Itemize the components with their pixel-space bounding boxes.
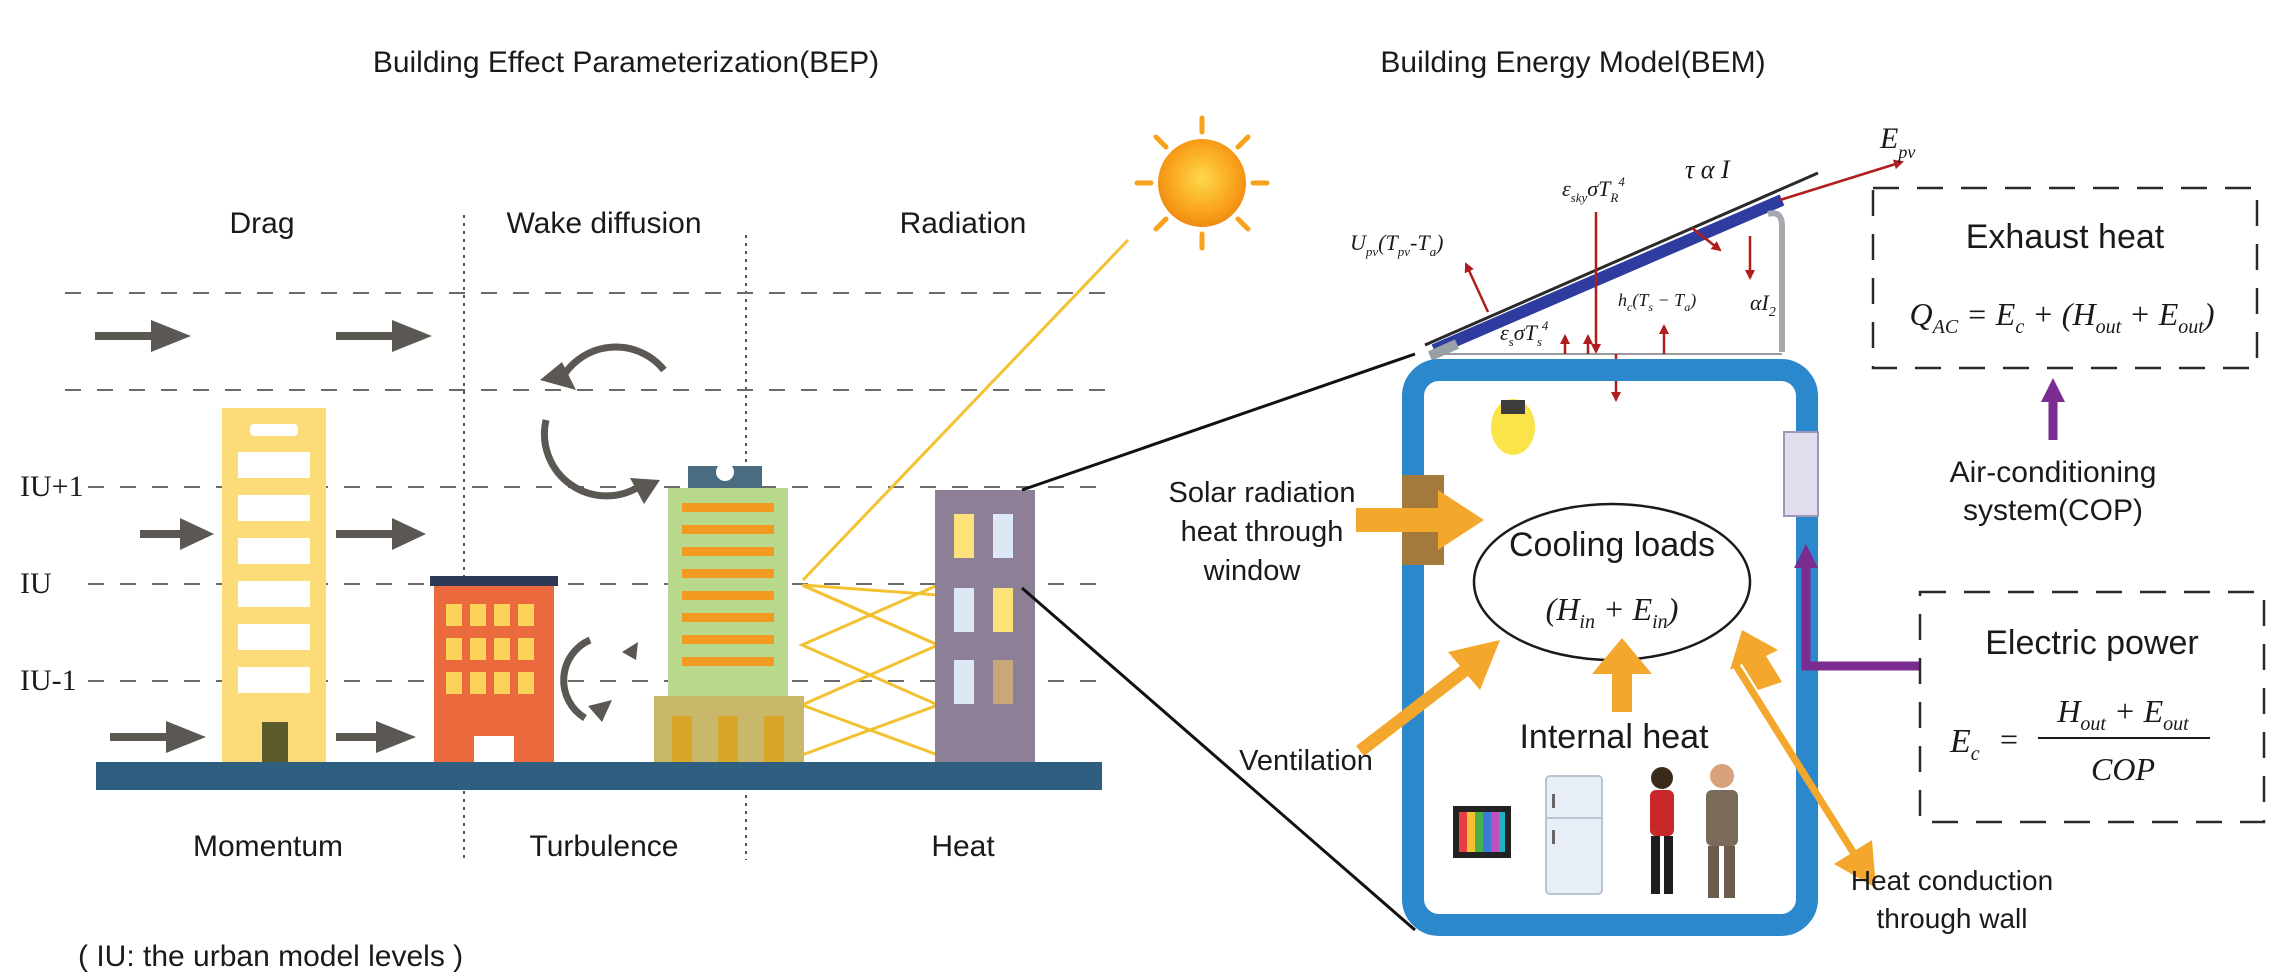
sun-icon: [1134, 115, 1270, 251]
footnote: ( IU: the urban model levels ): [78, 940, 463, 973]
bem-title: Building Energy Model(BEM): [1380, 46, 1765, 79]
exhaust-heat-box: [1871, 186, 2259, 370]
level-iu-plus-1: IU+1: [20, 470, 84, 503]
arrow-right-icon: [140, 518, 214, 550]
heat-label: Heat: [931, 830, 995, 863]
wake-diffusion-label: Wake diffusion: [506, 207, 701, 240]
electric-power-formula: Ec = Hout + Eout COP: [1949, 693, 2210, 787]
radiation-label: Radiation: [900, 207, 1027, 240]
person-man-icon: [1706, 764, 1738, 898]
electric-power-title: Electric power: [1985, 624, 2199, 662]
u-pv-label: Upv(Tpv-Ta): [1350, 230, 1443, 259]
sky-radiation-label: εskyσTR4: [1562, 174, 1625, 205]
yellow-building: [222, 408, 326, 762]
arrow-right-icon: [110, 721, 206, 753]
alpha-i2-label: αI2: [1750, 290, 1776, 320]
wall-conduction-line1: Heat conduction: [1851, 865, 2053, 896]
pv-panel: [1424, 171, 1819, 361]
ground: [96, 762, 1102, 790]
solar-window-line3: window: [1203, 555, 1302, 587]
zoom-line-bottom: [1021, 586, 1416, 932]
wall-conduction-line2: through wall: [1877, 903, 2028, 934]
svg-text:Hout + Eout: Hout + Eout: [2056, 693, 2189, 735]
fridge-icon: [1545, 775, 1603, 895]
orange-arrow-icon: [1732, 662, 1876, 888]
heat-flow-arrows: [1356, 490, 1876, 888]
orange-arrow-icon: [1592, 638, 1652, 712]
e-pv-label: Epv: [1879, 122, 1915, 162]
ventilation-label: Ventilation: [1239, 745, 1373, 777]
cooling-loads-title: Cooling loads: [1509, 526, 1715, 564]
svg-text:Ec: Ec: [1949, 723, 1980, 765]
bep-title: Building Effect Parameterization(BEP): [373, 46, 879, 79]
orange-arrow-icon: [1356, 640, 1500, 756]
arrow-right-icon: [95, 320, 191, 352]
green-building: [654, 463, 804, 762]
internal-heat-label: Internal heat: [1519, 718, 1709, 756]
orange-arrow-icon: [1730, 630, 1782, 690]
cycle-arrowhead-icon: [540, 362, 576, 390]
cooling-loads-formula: (Hin + Ein): [1546, 591, 1679, 633]
tau-alpha-i-label: τ α I: [1685, 155, 1731, 184]
momentum-label: Momentum: [193, 830, 343, 863]
wind-arrows: [95, 320, 432, 753]
solar-window-line1: Solar radiation: [1169, 477, 1356, 509]
flux-arrows: [1464, 159, 1904, 402]
solar-rays: [797, 238, 1130, 757]
turbulence-cycle-icon: [540, 343, 667, 721]
svg-text:=: =: [2000, 721, 2018, 757]
arrow-right-icon: [336, 721, 416, 753]
ac-system-line1: Air-conditioning: [1950, 456, 2157, 489]
exhaust-heat-formula: QAC = Ec + (Hout + Eout): [1910, 296, 2215, 338]
arrow-right-icon: [336, 518, 426, 550]
cycle-arrowhead-icon: [588, 700, 612, 722]
ac-unit-icon: [1783, 431, 1819, 517]
arrow-right-icon: [336, 320, 432, 352]
exhaust-heat-title: Exhaust heat: [1966, 218, 2165, 256]
tv-icon: [1453, 806, 1511, 858]
level-iu-minus-1: IU-1: [20, 664, 77, 697]
electric-power-box: [1918, 590, 2266, 824]
drag-label: Drag: [229, 207, 294, 240]
purple-building: [935, 490, 1035, 762]
ac-flow-arrows: [1794, 378, 2065, 671]
person-woman-icon: [1650, 767, 1674, 894]
level-iu: IU: [20, 567, 52, 600]
svg-text:COP: COP: [2091, 751, 2155, 787]
eps-s-label: εsσTs4: [1500, 318, 1549, 349]
ac-system-line2: system(COP): [1963, 494, 2143, 527]
solar-window-line2: heat through: [1181, 516, 1344, 548]
turbulence-label: Turbulence: [530, 830, 679, 863]
h-c-label: hc(Ts − Ta): [1618, 290, 1696, 314]
cycle-arrowhead-icon: [622, 642, 638, 660]
orange-arrow-icon: [1356, 490, 1484, 550]
red-building: [430, 576, 558, 762]
cycle-arrowhead-icon: [630, 478, 660, 504]
lightbulb-icon: [1491, 399, 1535, 455]
zoom-line-top: [1021, 352, 1416, 492]
